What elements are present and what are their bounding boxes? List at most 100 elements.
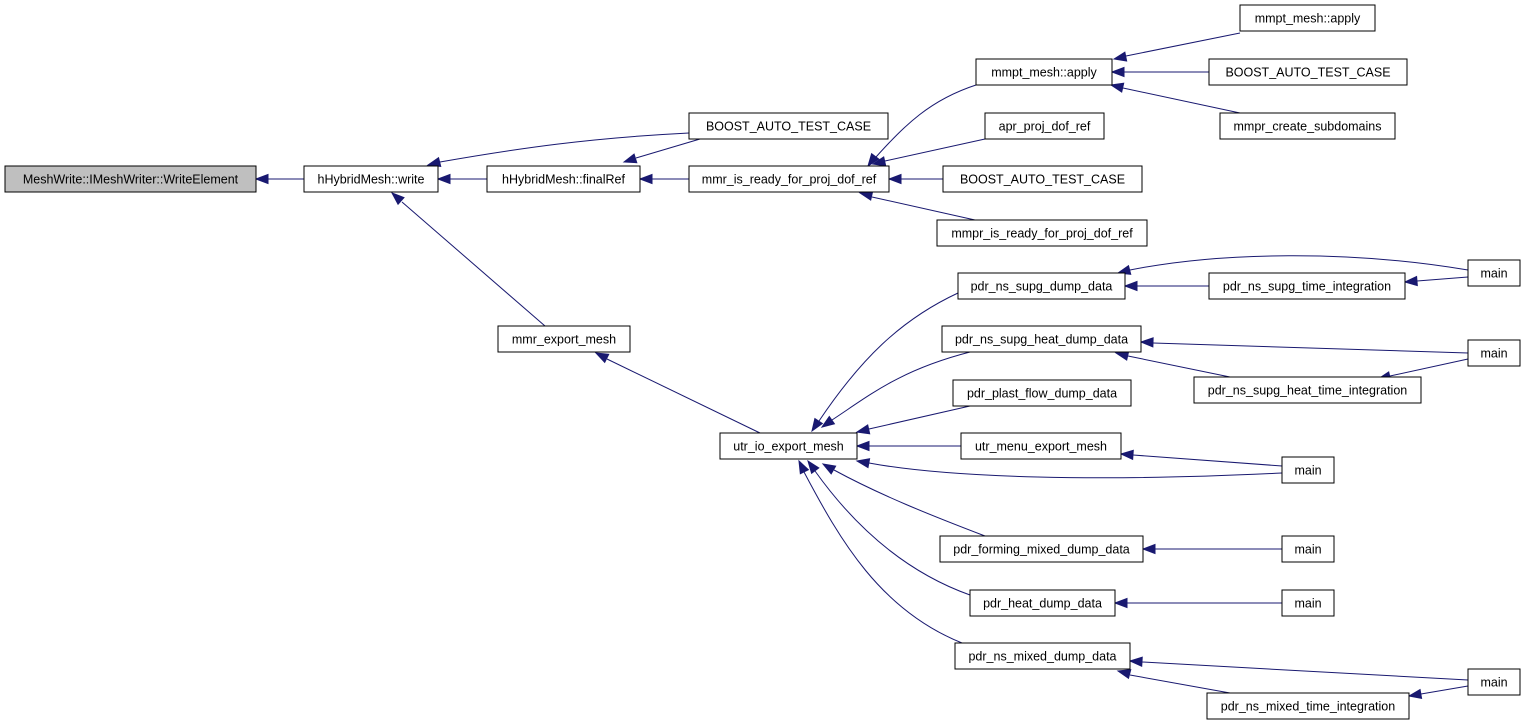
node-pdr-heat-dump[interactable]: pdr_heat_dump_data xyxy=(969,589,1116,617)
node-main-6[interactable]: main xyxy=(1467,668,1521,696)
node-label: pdr_ns_supg_heat_dump_data xyxy=(955,333,1128,347)
node-box[interactable] xyxy=(303,165,439,193)
arrowhead-icon xyxy=(426,156,442,168)
node-write-element[interactable]: MeshWrite::IMeshWriter::WriteElement xyxy=(4,165,257,193)
node-label: pdr_ns_supg_dump_data xyxy=(971,280,1113,294)
node-box[interactable] xyxy=(941,325,1142,353)
node-utr-menu-export-mesh[interactable]: utr_menu_export_mesh xyxy=(960,432,1122,460)
node-box[interactable] xyxy=(719,432,858,460)
node-label: mmr_is_ready_for_proj_dof_ref xyxy=(702,173,877,187)
node-boost-test-2[interactable]: BOOST_AUTO_TEST_CASE xyxy=(1208,58,1408,86)
node-mmpr-is-ready[interactable]: mmpr_is_ready_for_proj_dof_ref xyxy=(936,219,1148,247)
node-main-1[interactable]: main xyxy=(1467,259,1521,287)
node-box[interactable] xyxy=(1193,376,1422,404)
node-label: apr_proj_dof_ref xyxy=(999,120,1091,134)
node-utr-io-export-mesh[interactable]: utr_io_export_mesh xyxy=(719,432,858,460)
node-box[interactable] xyxy=(939,535,1144,563)
edge-line xyxy=(1416,276,1469,282)
node-pdr-ns-supg-time[interactable]: pdr_ns_supg_time_integration xyxy=(1208,272,1406,300)
node-box[interactable] xyxy=(975,58,1113,86)
arrowhead-icon xyxy=(594,352,610,364)
edge-line xyxy=(868,462,1283,479)
node-pdr-ns-supg-dump[interactable]: pdr_ns_supg_dump_data xyxy=(957,272,1126,300)
edge-main_4-to-pdr_forming_mixed_dump xyxy=(1141,543,1282,555)
edge-main_3-to-utr_menu_export_mesh xyxy=(1119,449,1283,467)
node-box[interactable] xyxy=(497,325,631,353)
node-box[interactable] xyxy=(957,272,1126,300)
edge-boost_test_1-to-hhybrid_finalref xyxy=(622,138,701,164)
node-label: hHybridMesh::write xyxy=(318,173,425,187)
node-label: main xyxy=(1480,267,1507,281)
node-mmr-export-mesh[interactable]: mmr_export_mesh xyxy=(497,325,631,353)
node-apr-proj-dof-ref[interactable]: apr_proj_dof_ref xyxy=(984,112,1105,140)
node-label: main xyxy=(1294,464,1321,478)
node-box[interactable] xyxy=(942,165,1143,193)
node-box[interactable] xyxy=(954,642,1131,670)
edge-pdr_ns_supg_heat_time-to-pdr_ns_supg_heat_dump xyxy=(1114,350,1231,378)
node-label: main xyxy=(1480,347,1507,361)
node-pdr-plast-flow-dump[interactable]: pdr_plast_flow_dump_data xyxy=(952,379,1132,407)
node-box[interactable] xyxy=(952,379,1132,407)
node-box[interactable] xyxy=(984,112,1105,140)
edge-main_1-to-pdr_ns_supg_dump xyxy=(1116,255,1469,275)
node-box[interactable] xyxy=(1281,535,1335,563)
edge-line xyxy=(439,132,690,163)
node-box[interactable] xyxy=(486,165,641,193)
node-box[interactable] xyxy=(4,165,257,193)
node-mmpt-apply-2[interactable]: mmpt_mesh::apply xyxy=(1239,4,1376,32)
node-main-4[interactable]: main xyxy=(1281,535,1335,563)
node-box[interactable] xyxy=(1467,259,1521,287)
node-mmr-is-ready[interactable]: mmr_is_ready_for_proj_dof_ref xyxy=(688,165,890,193)
edge-hhybrid_finalref-to-hhybrid_write xyxy=(436,173,487,185)
node-mmpr-create-subdomains[interactable]: mmpr_create_subdomains xyxy=(1219,112,1396,140)
edge-pdr_ns_supg_time-to-pdr_ns_supg_dump xyxy=(1123,280,1209,292)
node-boost-test-1[interactable]: BOOST_AUTO_TEST_CASE xyxy=(688,112,889,140)
node-label: pdr_ns_supg_heat_time_integration xyxy=(1208,384,1407,398)
node-pdr-ns-supg-heat-time[interactable]: pdr_ns_supg_heat_time_integration xyxy=(1193,376,1422,404)
node-pdr-ns-mixed-time[interactable]: pdr_ns_mixed_time_integration xyxy=(1206,692,1410,720)
node-box[interactable] xyxy=(1467,668,1521,696)
node-main-3[interactable]: main xyxy=(1281,456,1335,484)
edge-line xyxy=(833,469,986,537)
arrowhead-icon xyxy=(855,424,871,435)
node-pdr-ns-supg-heat-dump[interactable]: pdr_ns_supg_heat_dump_data xyxy=(941,325,1142,353)
node-pdr-ns-mixed-dump[interactable]: pdr_ns_mixed_dump_data xyxy=(954,642,1131,670)
edge-boost_test_3-to-mmr_is_ready xyxy=(887,173,943,185)
node-mmpt-apply-1[interactable]: mmpt_mesh::apply xyxy=(975,58,1113,86)
edge-mmpt_apply_1-to-mmr_is_ready xyxy=(867,84,977,168)
edge-main_1-to-pdr_ns_supg_time xyxy=(1403,275,1469,287)
node-box[interactable] xyxy=(1219,112,1396,140)
edge-line xyxy=(1125,32,1241,57)
node-box[interactable] xyxy=(936,219,1148,247)
arrowhead-icon xyxy=(820,415,836,428)
node-box[interactable] xyxy=(1206,692,1410,720)
node-label: mmpr_is_ready_for_proj_dof_ref xyxy=(951,227,1133,241)
node-main-5[interactable]: main xyxy=(1281,589,1335,617)
node-box[interactable] xyxy=(1281,456,1335,484)
node-box[interactable] xyxy=(1281,589,1335,617)
node-box[interactable] xyxy=(688,112,889,140)
edge-line xyxy=(1129,255,1469,271)
edge-main_3-to-utr_io_export_mesh xyxy=(855,458,1283,479)
edge-main_6-to-pdr_ns_mixed_time xyxy=(1407,685,1469,700)
node-hhybrid-finalref[interactable]: hHybridMesh::finalRef xyxy=(486,165,641,193)
node-boost-test-3[interactable]: BOOST_AUTO_TEST_CASE xyxy=(942,165,1143,193)
node-box[interactable] xyxy=(960,432,1122,460)
node-hhybrid-write[interactable]: hHybridMesh::write xyxy=(303,165,439,193)
edge-hhybrid_write-to-write_element xyxy=(254,173,304,185)
arrowhead-icon xyxy=(1123,280,1138,292)
node-label: mmpr_create_subdomains xyxy=(1234,120,1382,134)
edge-line xyxy=(1127,355,1231,378)
node-box[interactable] xyxy=(1208,58,1408,86)
node-box[interactable] xyxy=(1467,339,1521,367)
node-label: pdr_heat_dump_data xyxy=(983,597,1102,611)
arrowhead-icon xyxy=(871,156,887,167)
node-pdr-forming-mixed-dump[interactable]: pdr_forming_mixed_dump_data xyxy=(939,535,1144,563)
node-box[interactable] xyxy=(1208,272,1406,300)
edge-pdr_ns_supg_heat_dump-to-utr_io_export_mesh xyxy=(820,351,971,428)
node-box[interactable] xyxy=(969,589,1116,617)
node-box[interactable] xyxy=(688,165,890,193)
edge-layer xyxy=(254,32,1469,700)
node-box[interactable] xyxy=(1239,4,1376,32)
node-main-2[interactable]: main xyxy=(1467,339,1521,367)
